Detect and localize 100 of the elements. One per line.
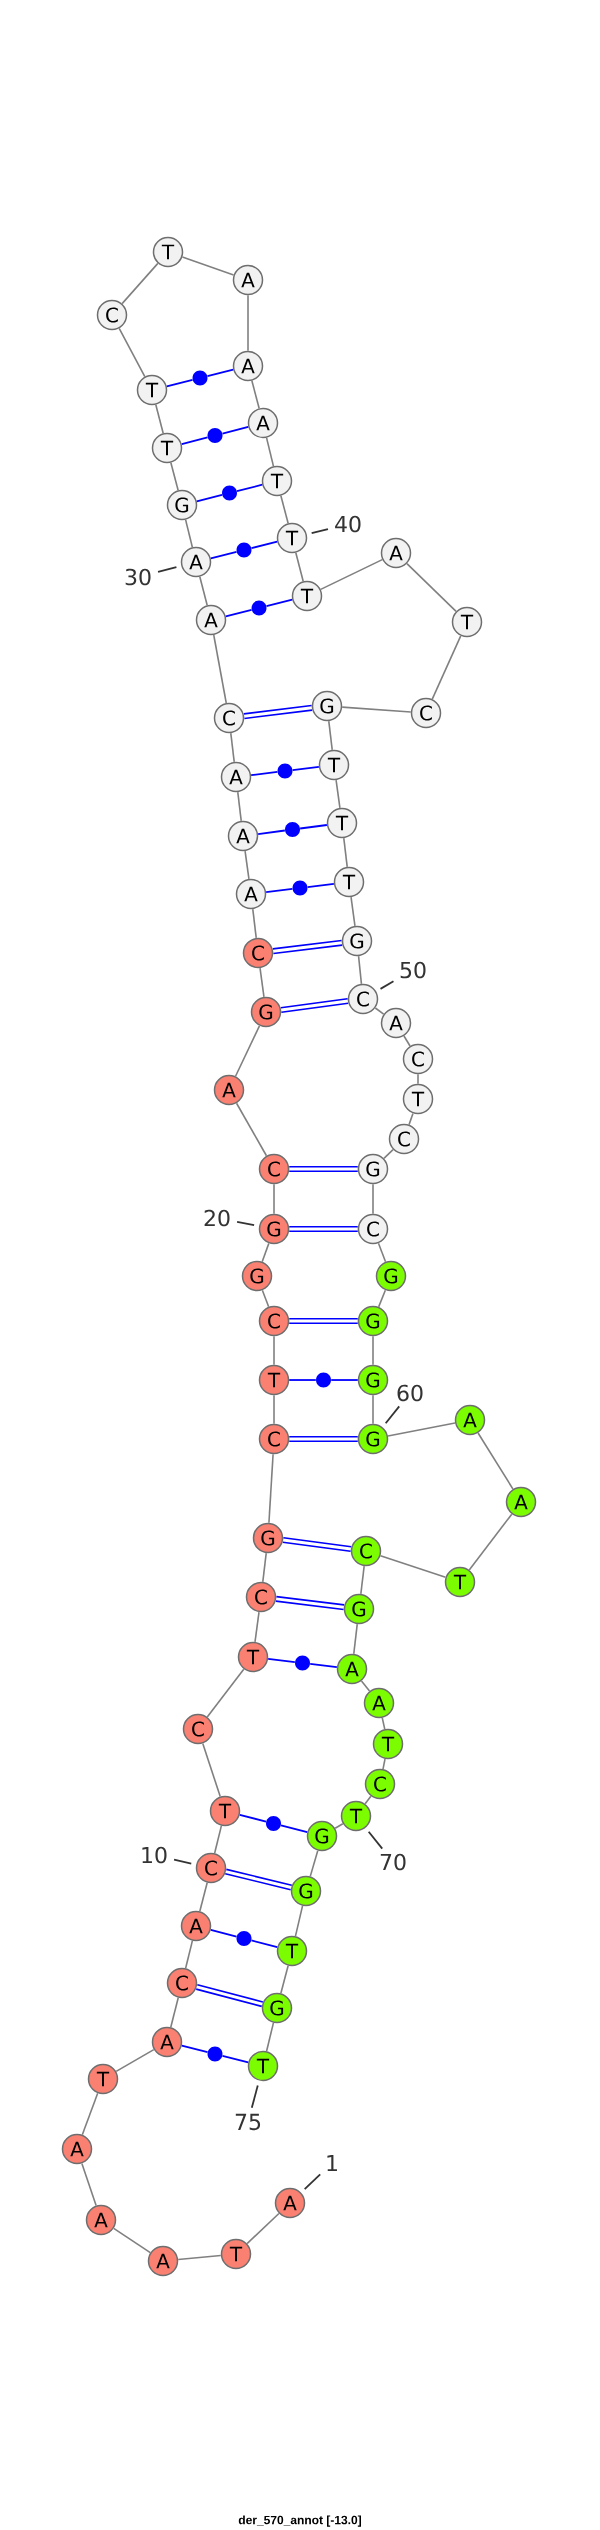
- base-pair-line: [225, 1868, 292, 1891]
- backbone-line: [254, 1611, 260, 1643]
- backbone-line: [360, 1565, 365, 1595]
- backbone-line: [177, 2254, 222, 2261]
- base-pair-line: [195, 494, 223, 503]
- base-pair-line: [250, 540, 279, 550]
- backbone-line: [184, 1940, 194, 1969]
- base-pair-line: [289, 1317, 358, 1325]
- base-pair-line: [275, 1595, 345, 1611]
- backbone-line: [334, 1822, 344, 1830]
- leader-line: [379, 980, 395, 990]
- backbone-line: [377, 1289, 387, 1308]
- base-pair-line: [221, 425, 250, 435]
- backbone-line: [213, 1825, 223, 1854]
- backbone-line: [273, 1394, 275, 1425]
- base-pair-line: [206, 368, 235, 378]
- base-pair-line: [250, 771, 279, 777]
- base-pair-dot: [251, 600, 267, 616]
- base-pair-dot: [277, 763, 293, 779]
- backbone-line: [273, 1183, 275, 1215]
- backbone-line: [341, 706, 412, 713]
- base-pair-line: [265, 888, 294, 894]
- backbone-line: [335, 779, 341, 809]
- backbone-line: [295, 551, 304, 583]
- base-pair-dot: [236, 542, 252, 558]
- backbone-line: [262, 1552, 267, 1583]
- base-pair-dot: [292, 880, 308, 896]
- base-pair-line: [257, 829, 286, 835]
- base-pair-line: [306, 882, 335, 888]
- base-pair-line: [236, 483, 264, 492]
- base-pair-line: [243, 704, 313, 720]
- base-pair-dot: [266, 1816, 281, 1831]
- backbone-line: [374, 1007, 385, 1015]
- base-pair-dot: [207, 2046, 223, 2062]
- backbone-line: [265, 437, 275, 467]
- backbone-line: [251, 379, 260, 410]
- backbone-line: [468, 1513, 513, 1571]
- caption: der_570_annot [-13.0]: [238, 2515, 361, 2527]
- leader-line: [236, 1221, 255, 1227]
- base-pair-line: [265, 598, 294, 608]
- backbone-line: [169, 1997, 180, 2029]
- base-pair-line: [282, 1536, 352, 1553]
- backbone-line: [206, 1668, 245, 1718]
- backbone-line: [212, 634, 228, 704]
- base-pair-line: [195, 1983, 264, 2008]
- backbone-line: [381, 1717, 386, 1730]
- position-number: 10: [142, 1846, 167, 1864]
- backbone-line: [382, 1758, 386, 1770]
- base-pair-line: [289, 1165, 358, 1173]
- leader-line: [310, 528, 329, 534]
- leader-line: [303, 2173, 322, 2190]
- backbone-line: [417, 1073, 419, 1085]
- backbone-line: [230, 732, 235, 763]
- base-pair-line: [280, 997, 349, 1014]
- backbone-line: [118, 327, 146, 378]
- backbone-line: [115, 2048, 155, 2073]
- backbone-line: [357, 955, 363, 985]
- base-pair-line: [289, 1225, 358, 1233]
- backbone-line: [406, 562, 457, 613]
- leader-line: [384, 1405, 401, 1425]
- base-pair-line: [299, 824, 328, 830]
- backbone-line: [372, 1183, 374, 1215]
- base-pair-dot: [222, 485, 237, 501]
- backbone-line: [379, 1555, 447, 1579]
- leader-line: [157, 566, 178, 573]
- backbone-line: [273, 1335, 275, 1366]
- base-pair-line: [238, 1813, 267, 1823]
- base-pair-line: [288, 1379, 317, 1381]
- base-pair-line: [272, 939, 343, 955]
- backbone-line: [265, 2022, 275, 2052]
- backbone-line: [403, 1035, 411, 1047]
- base-pair-line: [224, 609, 253, 618]
- leader-line: [367, 1830, 384, 1850]
- backbone-line: [408, 1112, 414, 1126]
- base-pair-line: [280, 1824, 309, 1834]
- backbone-line: [247, 294, 249, 352]
- backbone-line: [261, 1289, 270, 1308]
- backbone-line: [121, 262, 159, 305]
- base-pair-line: [291, 765, 320, 771]
- backbone-line: [372, 1394, 374, 1425]
- backbone-line: [199, 1882, 208, 1913]
- backbone-line: [81, 2092, 99, 2136]
- backbone-line: [328, 720, 333, 751]
- backbone-line: [477, 1432, 514, 1490]
- base-pair-line: [309, 1663, 338, 1669]
- backbone-line: [252, 908, 257, 939]
- backbone-line: [377, 1242, 387, 1263]
- leader-line: [173, 1858, 193, 1865]
- backbone-line: [431, 635, 462, 700]
- position-number: 60: [397, 1384, 423, 1402]
- backbone-line: [234, 1025, 261, 1078]
- backbone-line: [235, 1102, 268, 1157]
- base-pair-line: [330, 1379, 359, 1381]
- backbone-line: [280, 1964, 289, 1995]
- backbone-line: [268, 1453, 274, 1524]
- base-pair-dot: [236, 1931, 252, 1947]
- backbone-line: [170, 461, 179, 492]
- base-pair-dot: [316, 1372, 331, 1388]
- backbone-line: [383, 1148, 394, 1160]
- base-pair-line: [289, 1435, 358, 1443]
